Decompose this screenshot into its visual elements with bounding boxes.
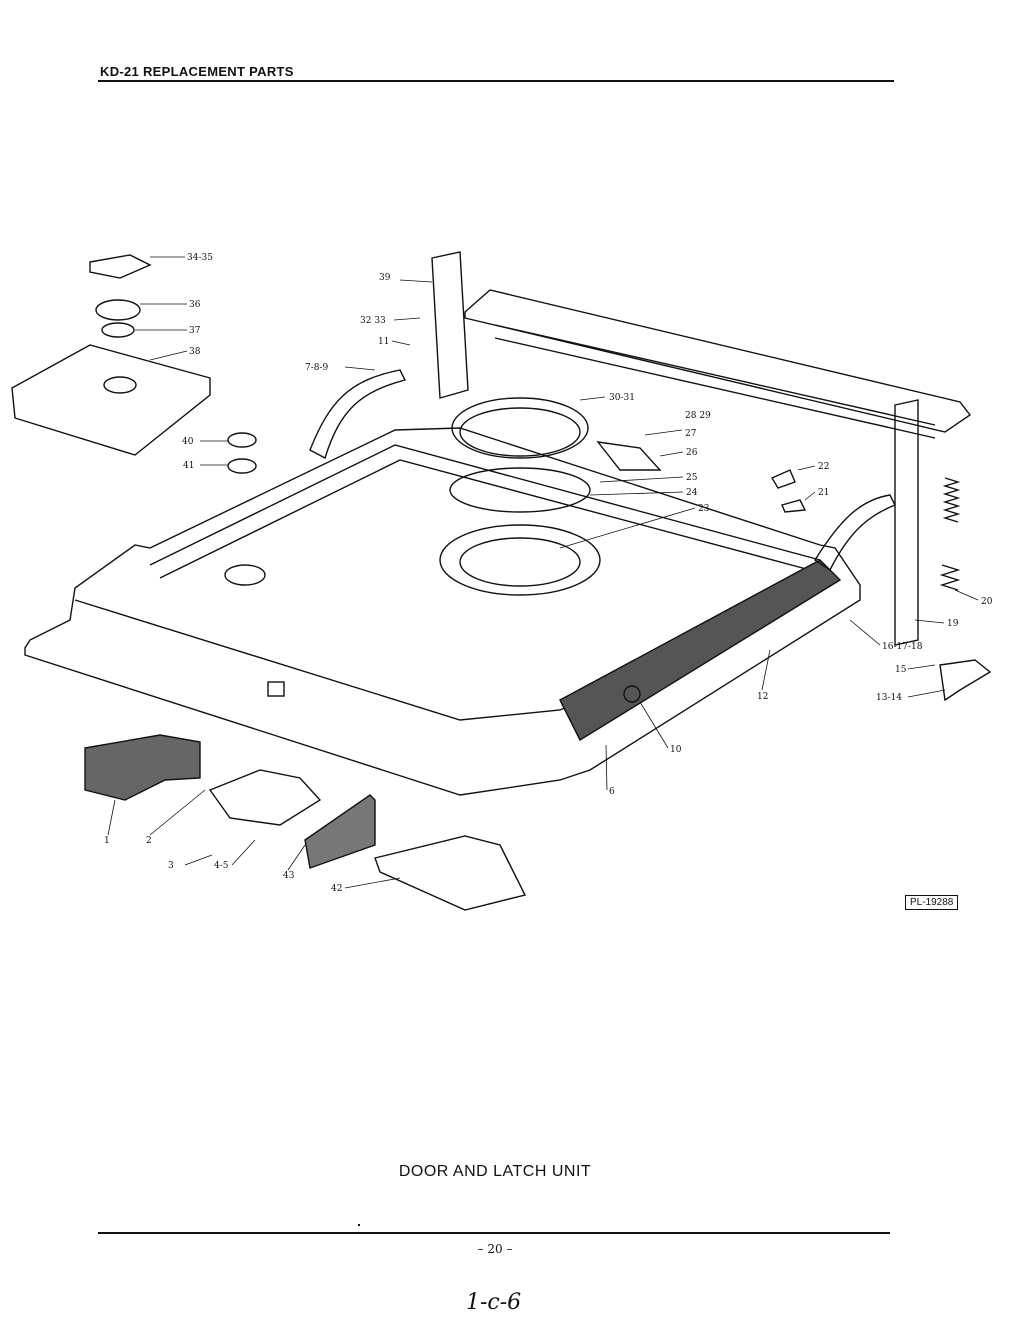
- footer-dot: [358, 1224, 360, 1226]
- callout-label: 24: [686, 488, 698, 498]
- callout-label: 32 33: [360, 316, 386, 326]
- handwritten-note: 1-c-6: [466, 1290, 522, 1315]
- header-rule: [98, 80, 894, 82]
- callout-label: 20: [981, 597, 993, 607]
- leader-lines: [107, 256, 979, 889]
- callout-label: 6: [609, 787, 615, 797]
- page-number: – 20 –: [477, 1242, 513, 1256]
- callout-label: 16-17-18: [882, 642, 923, 652]
- callout-label: 41: [183, 461, 194, 471]
- callout-label: 7-8-9: [305, 363, 329, 373]
- callout-label: 4-5: [214, 861, 229, 871]
- callout-label: 38: [189, 347, 201, 357]
- callout-label: 40: [182, 437, 194, 447]
- plate-reference: PL-19288: [905, 895, 959, 910]
- callout-label: 2: [146, 836, 152, 846]
- callout-label: 30-31: [609, 393, 635, 403]
- page-caption: DOOR AND LATCH UNIT: [398, 1163, 592, 1180]
- callout-label: 26: [686, 448, 698, 458]
- callout-label: 3: [168, 861, 174, 871]
- callout-label: 36: [189, 300, 201, 310]
- callout-label: 19: [947, 619, 959, 629]
- callout-label: 25: [686, 473, 698, 483]
- callout-label: 37: [189, 326, 201, 336]
- callout-label: 43: [283, 871, 295, 881]
- callout-label: 10: [670, 745, 682, 755]
- callout-label: 1: [104, 836, 110, 846]
- callout-label: 23: [698, 504, 710, 514]
- callout-label: 15: [895, 665, 907, 675]
- callout-labels: 34-35 36 37 38 39 32 33 11 7-8-9 30-31 4…: [104, 253, 993, 894]
- callout-label: 28 29: [685, 411, 711, 421]
- callout-label: 27: [685, 429, 697, 439]
- callout-label: 21: [818, 488, 829, 498]
- callout-label: 34-35: [187, 253, 213, 263]
- callout-label: 42: [331, 884, 342, 894]
- header-title: KD-21 REPLACEMENT PARTS: [100, 64, 294, 79]
- callout-label: 22: [818, 462, 829, 472]
- callout-label: 13-14: [876, 693, 902, 703]
- callout-label: 39: [379, 273, 391, 283]
- exploded-parts-diagram: 34-35 36 37 38 39 32 33 11 7-8-9 30-31 4…: [11, 251, 993, 911]
- callout-label: 11: [378, 337, 389, 347]
- callout-label: 12: [757, 692, 768, 702]
- footer-rule: [98, 1232, 890, 1234]
- diagram-linework: [11, 251, 992, 911]
